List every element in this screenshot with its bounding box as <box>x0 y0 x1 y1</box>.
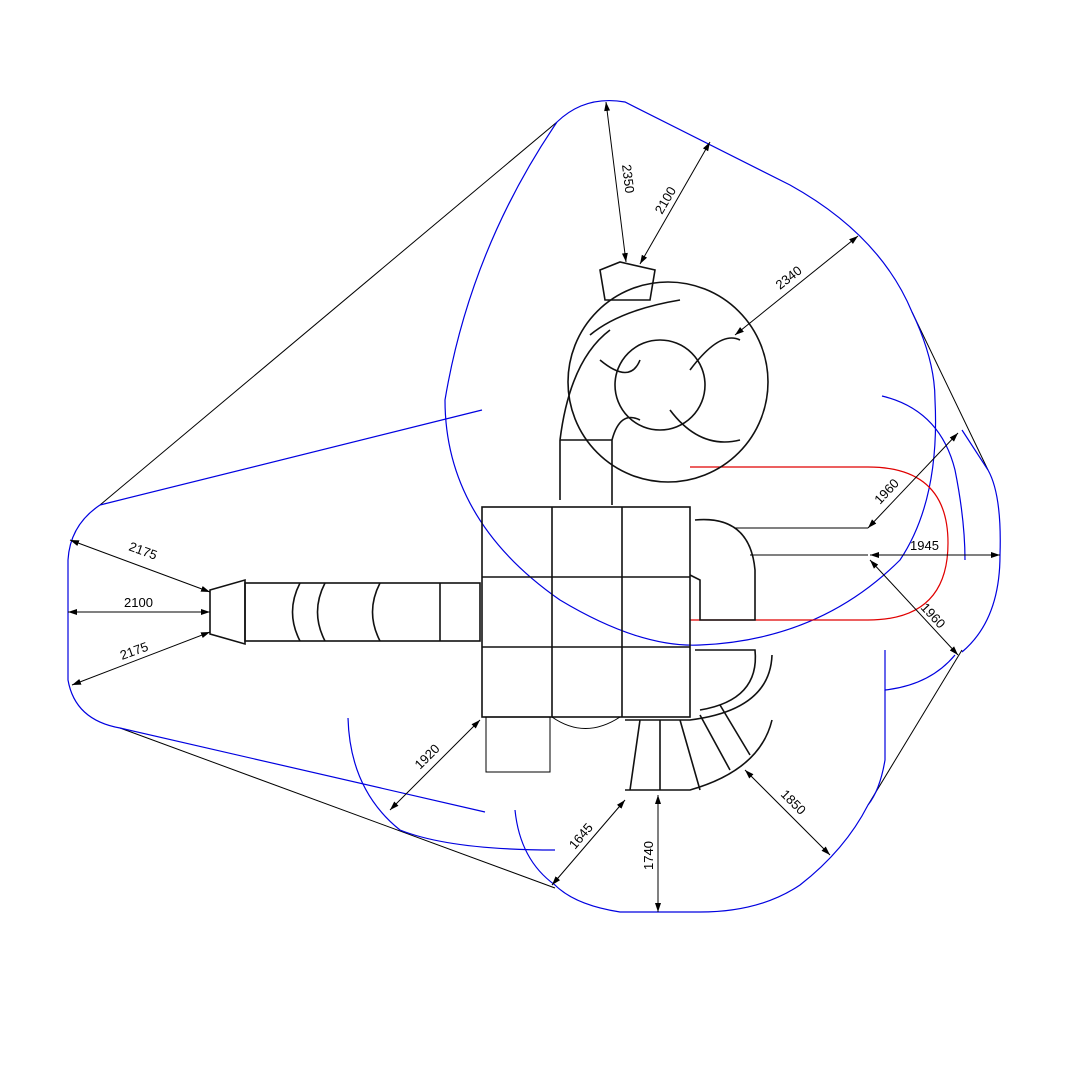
dim-bottom-right: 1850 <box>778 787 809 818</box>
play-structure <box>209 261 868 791</box>
dim-right-lower: 1960 <box>918 600 949 631</box>
dim-right-upper: 1960 <box>871 476 902 507</box>
dim-left-upper: 2175 <box>127 539 159 563</box>
dim-top-left: 2350 <box>619 164 637 195</box>
safety-zone <box>67 99 1001 913</box>
dim-top-right: 2340 <box>773 263 805 293</box>
dim-left-bottom: 2175 <box>118 639 150 663</box>
dim-right-mid: 1945 <box>910 538 939 553</box>
dim-left-mid: 2100 <box>124 595 153 610</box>
dim-top-mid: 2100 <box>652 184 679 217</box>
dimension-arrows <box>68 101 1000 912</box>
dimension-labels: 2350 2100 2340 1960 1945 1960 1850 1740 … <box>118 164 949 870</box>
dim-left-lower: 1920 <box>412 741 443 772</box>
dim-bottom-left: 1645 <box>566 820 596 852</box>
hull-lines <box>99 121 989 889</box>
dim-bottom-mid: 1740 <box>641 841 656 870</box>
